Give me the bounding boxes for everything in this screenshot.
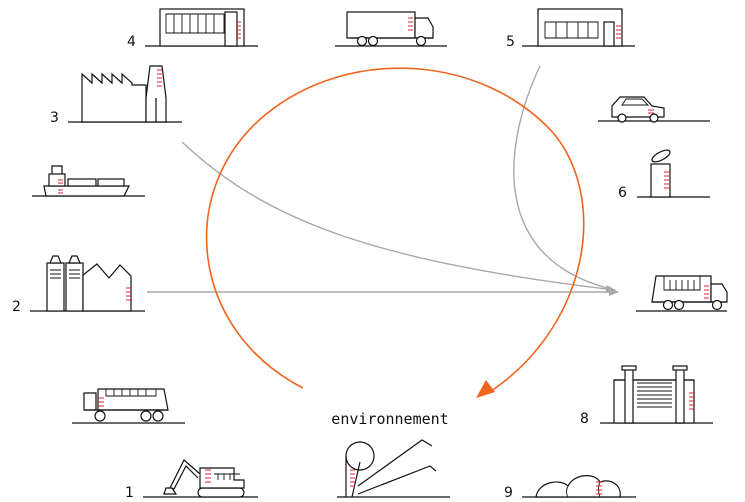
- recycling-truck-icon: [636, 276, 727, 311]
- factory-icon: [68, 66, 182, 122]
- flow-arrow-3: [182, 142, 615, 290]
- flatbed-truck-icon: [72, 389, 185, 423]
- office-building-icon: [145, 9, 258, 46]
- center-label: environnement: [331, 410, 448, 428]
- delivery-truck-icon: [335, 12, 447, 46]
- sorting-facility-icon: [600, 366, 713, 423]
- flow-arrow-5: [514, 66, 615, 290]
- waste-piles-icon: [522, 476, 636, 497]
- label-3: 3: [50, 110, 59, 126]
- label-6: 6: [618, 185, 627, 201]
- excavator-icon: [143, 460, 258, 497]
- cycle-arrow: [207, 68, 584, 398]
- label-8: 8: [580, 411, 589, 427]
- landfill-icon: [337, 440, 450, 497]
- label-5: 5: [506, 34, 515, 50]
- car-icon: [598, 97, 710, 122]
- label-1: 1: [125, 485, 134, 501]
- label-9: 9: [504, 485, 513, 501]
- cycle-arrowhead-icon: [476, 380, 495, 398]
- processing-plant-icon: [30, 256, 145, 311]
- warehouse-icon: [522, 9, 635, 46]
- can-icon: [637, 148, 710, 197]
- cargo-ship-icon: [32, 166, 145, 196]
- label-2: 2: [12, 299, 21, 315]
- label-4: 4: [127, 34, 136, 50]
